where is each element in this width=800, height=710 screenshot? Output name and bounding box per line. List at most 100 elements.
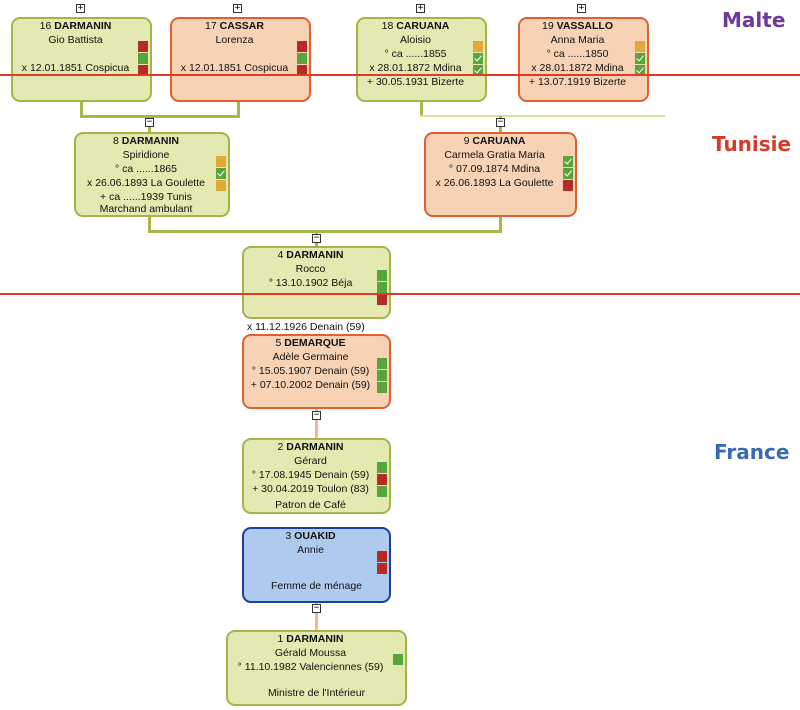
- flag-green-icon: [377, 382, 387, 393]
- collapse-4-button[interactable]: −: [312, 233, 321, 243]
- flag-red-icon: [297, 65, 307, 76]
- person-num: 18: [381, 20, 394, 32]
- person-card-9[interactable]: 9 CARUANA Carmela Gratia Maria ° 07.09.1…: [424, 132, 577, 217]
- flag-red-icon: [138, 65, 148, 76]
- flag-yellow-icon: [473, 41, 483, 52]
- person-card-18[interactable]: 18 CARUANA Aloisio ° ca ......1855 x 28.…: [356, 17, 487, 102]
- expand-19-button[interactable]: +: [577, 3, 586, 13]
- person-card-2[interactable]: 2 DARMANIN Gérard ° 17.08.1945 Denain (5…: [242, 438, 391, 514]
- person-occupation: Ministre de l'Intérieur: [267, 687, 366, 699]
- person-given-name: Anna Maria: [550, 34, 605, 46]
- person-marriage: x 12.01.1851 Cospicua: [21, 62, 130, 74]
- person-death: + 30.05.1931 Bizerte: [366, 76, 465, 88]
- person-num: 2: [277, 441, 284, 453]
- person-marriage: x 26.06.1893 La Goulette: [435, 177, 554, 189]
- source-flags: [377, 462, 387, 498]
- flag-red-icon: [377, 563, 387, 574]
- person-occupation: Femme de ménage: [270, 580, 363, 592]
- connector-8-9: [148, 230, 502, 233]
- person-surname: DARMANIN: [121, 135, 179, 147]
- flag-green-icon: [377, 282, 387, 293]
- expand-16-button[interactable]: +: [76, 3, 85, 13]
- person-death: + 07.10.2002 Denain (59): [250, 379, 371, 391]
- source-flags: [216, 156, 226, 192]
- flag-red-icon: [563, 180, 573, 191]
- person-surname: DARMANIN: [286, 633, 344, 645]
- person-death: + ca ......1939 Tunis: [100, 191, 192, 203]
- person-num: 8: [113, 135, 119, 147]
- person-birth: ° 15.05.1907 Denain (59): [251, 365, 370, 377]
- person-card-1[interactable]: 1 DARMANIN Gérald Moussa ° 11.10.1982 Va…: [226, 630, 407, 706]
- flag-yellow-icon: [635, 41, 645, 52]
- check-icon: [563, 168, 573, 179]
- person-marriage: x 26.06.1893 La Goulette: [87, 177, 205, 189]
- check-icon: [473, 65, 483, 76]
- person-num: 17: [205, 20, 217, 32]
- person-surname: CASSAR: [219, 20, 264, 32]
- person-num: 1: [277, 633, 284, 645]
- source-flags: [138, 41, 148, 77]
- connector-18-19: [420, 100, 423, 116]
- person-birth: ° 11.10.1982 Valenciennes (59): [237, 661, 384, 673]
- person-birth: ° ca ......1865: [115, 163, 177, 175]
- person-death: + 30.04.2019 Toulon (83): [252, 483, 369, 495]
- person-marriage: x 28.01.1872 Mdina: [531, 62, 624, 74]
- region-label-france: France: [714, 440, 790, 464]
- person-num: 19: [541, 20, 554, 32]
- flag-green-icon: [377, 270, 387, 281]
- person-birth: ° 13.10.1902 Béja: [268, 277, 353, 289]
- flag-green-icon: [138, 53, 148, 64]
- flag-red-icon: [377, 551, 387, 562]
- person-card-5[interactable]: 5 DEMARQUE Adèle Germaine ° 15.05.1907 D…: [242, 334, 391, 409]
- person-surname: CARUANA: [472, 135, 526, 147]
- person-card-17[interactable]: 17 CASSAR Lorenza x 12.01.1851 Cospicua: [170, 17, 311, 102]
- person-surname: VASSALLO: [556, 20, 613, 32]
- person-marriage: x 28.01.1872 Mdina: [369, 62, 462, 74]
- check-icon: [635, 53, 645, 64]
- person-given-name: Rocco: [295, 263, 326, 275]
- source-flags: [377, 551, 387, 575]
- collapse-8-button[interactable]: −: [145, 117, 154, 127]
- person-card-8[interactable]: 8 DARMANIN Spiridione ° ca ......1865 x …: [74, 132, 230, 217]
- person-num: 4: [277, 249, 284, 261]
- flag-green-icon: [377, 358, 387, 369]
- person-card-3[interactable]: 3 OUAKID Annie Femme de ménage: [242, 527, 391, 603]
- person-birth: ° 07.09.1874 Mdina: [448, 163, 541, 175]
- source-flags: [473, 41, 483, 77]
- check-icon: [635, 65, 645, 76]
- source-flags: [635, 41, 645, 77]
- collapse-9-button[interactable]: −: [496, 117, 505, 127]
- flag-green-icon: [377, 370, 387, 381]
- collapse-2-button[interactable]: −: [312, 410, 321, 420]
- person-occupation: Patron de Café: [275, 499, 346, 511]
- person-surname: DARMANIN: [286, 249, 344, 261]
- person-death: + 13.07.1919 Bizerte: [528, 76, 627, 88]
- flag-red-icon: [297, 41, 307, 52]
- expand-18-button[interactable]: +: [416, 3, 425, 13]
- person-card-4[interactable]: 4 DARMANIN Rocco ° 13.10.1902 Béja: [242, 246, 391, 319]
- person-given-name: Carmela Gratia Maria: [444, 149, 545, 161]
- person-num: 16: [39, 20, 52, 32]
- flag-green-icon: [377, 462, 387, 473]
- connector-16-17: [237, 100, 240, 116]
- flag-red-icon: [138, 41, 148, 52]
- flag-green-icon: [297, 53, 307, 64]
- person-given-name: Lorenza: [215, 34, 254, 46]
- person-occupation: Marchand ambulant: [99, 203, 193, 215]
- person-card-16[interactable]: 16 DARMANIN Gio Battista x 12.01.1851 Co…: [11, 17, 152, 102]
- source-flags: [377, 358, 387, 394]
- person-given-name: Aloisio: [400, 34, 431, 46]
- collapse-1-button[interactable]: −: [312, 603, 321, 613]
- person-given-name: Spiridione: [122, 149, 170, 161]
- connector-16-17: [80, 100, 83, 116]
- person-num: 9: [463, 135, 470, 147]
- person-marriage: x 12.01.1851 Cospicua: [180, 62, 289, 74]
- flag-red-icon: [377, 294, 387, 305]
- person-card-19[interactable]: 19 VASSALLO Anna Maria ° ca ......1850 x…: [518, 17, 649, 102]
- expand-17-button[interactable]: +: [233, 3, 242, 13]
- flag-red-icon: [377, 474, 387, 485]
- flag-yellow-icon: [216, 156, 226, 167]
- person-num: 5: [275, 337, 282, 349]
- person-surname: DEMARQUE: [284, 337, 346, 349]
- person-given-name: Gérard: [294, 455, 327, 467]
